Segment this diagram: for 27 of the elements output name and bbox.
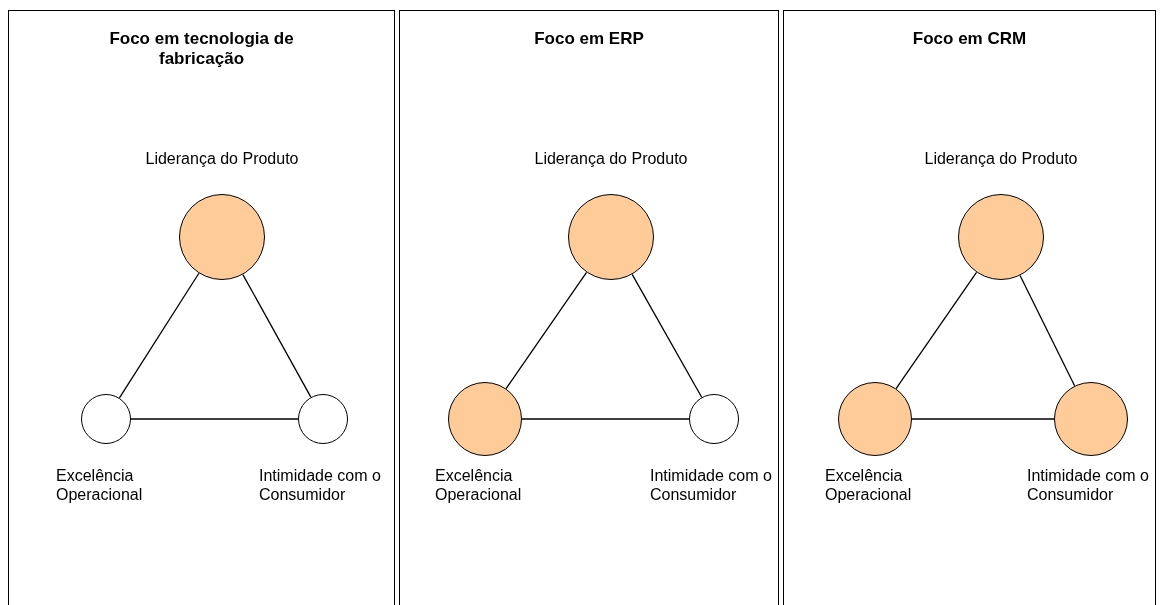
- connector-line: [1019, 274, 1076, 387]
- circle-node: [689, 394, 739, 444]
- panel-box: [783, 10, 1156, 605]
- connector-line: [911, 418, 1055, 420]
- circle-caption: Excelência Operacional: [825, 466, 913, 504]
- connector-line: [631, 273, 703, 398]
- panel-box: [399, 10, 779, 605]
- connector-line: [242, 273, 312, 398]
- panel-title: Foco em ERP: [534, 29, 644, 48]
- connector-line: [130, 418, 299, 420]
- circle-caption: Liderança do Produto: [533, 149, 689, 168]
- connector-line: [505, 271, 588, 390]
- connector-line: [521, 418, 690, 420]
- circle-node: [81, 394, 131, 444]
- circle-caption: Intimidade com o Consumidor: [650, 466, 773, 504]
- circle-node: [298, 394, 348, 444]
- panel-box: [8, 10, 395, 605]
- connector-line: [118, 272, 200, 399]
- panel-title: Foco em tecnologia de fabricação: [109, 29, 294, 68]
- panel-title: Foco em CRM: [912, 29, 1027, 48]
- circle-caption: Excelência Operacional: [56, 466, 144, 504]
- circle-caption: Excelência Operacional: [435, 466, 523, 504]
- circle-caption: Liderança do Produto: [144, 149, 300, 168]
- connector-line: [895, 271, 978, 390]
- circle-caption: Intimidade com o Consumidor: [259, 466, 382, 504]
- circle-caption: Liderança do Produto: [923, 149, 1079, 168]
- circle-caption: Intimidade com o Consumidor: [1027, 466, 1150, 504]
